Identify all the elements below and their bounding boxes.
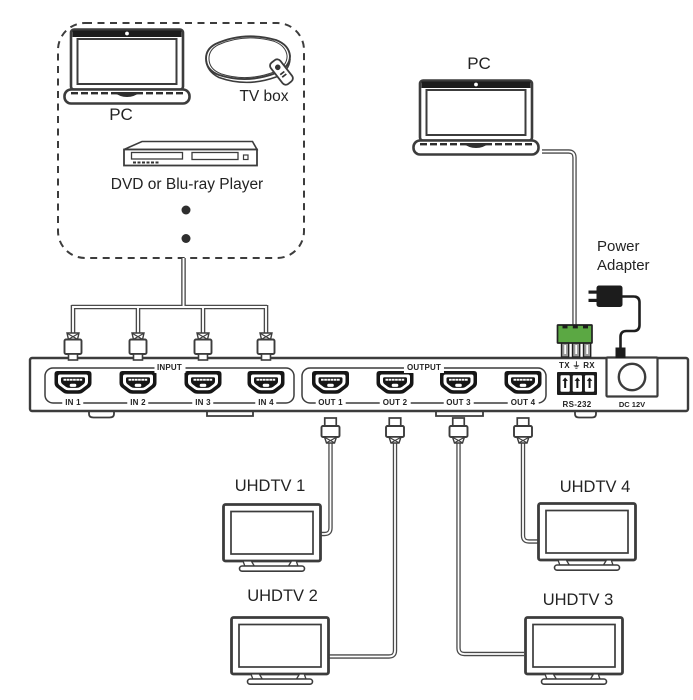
output-cables (318, 442, 538, 659)
uhdtv1-label: UHDTV 1 (234, 477, 306, 495)
hdmi-plug-in2 (128, 332, 148, 361)
rs232-cable (542, 149, 577, 326)
dvd-player-icon (123, 140, 259, 167)
matrix-switcher-panel (28, 347, 690, 419)
dc-power-jack (605, 347, 659, 398)
rs232-label: RS-232 (562, 400, 592, 409)
hdmi-plug-out1 (320, 417, 341, 444)
input-cable-harness (70, 258, 269, 336)
more-sources-ellipsis (181, 205, 191, 243)
port-label-out2: OUT 2 (379, 398, 411, 408)
hdmi-plug-in1 (63, 332, 83, 361)
dc-power-label: DC 12V (618, 400, 646, 409)
dvd-player-label: DVD or Blu-ray Player (110, 176, 264, 193)
panel-feet (88, 411, 597, 419)
dc-power-cable (619, 295, 641, 349)
rs232-pins-label: TX ⏚ RX (559, 360, 595, 370)
uhdtv4-label: UHDTV 4 (559, 478, 631, 496)
port-label-in3: IN 3 (192, 398, 214, 408)
tv-box-label: TV box (239, 88, 289, 105)
port-label-out1: OUT 1 (315, 398, 346, 408)
control-pc-laptop-icon (412, 79, 540, 156)
output-section-label: OUTPUT (403, 362, 445, 373)
hdmi-plug-out2 (385, 417, 405, 444)
hdmi-plug-out4 (513, 417, 533, 444)
power-adapter-label: Power Adapter (597, 238, 650, 274)
hdmi-plug-in4 (256, 332, 276, 361)
source-pc-laptop-icon (63, 28, 191, 105)
port-label-in1: IN 1 (62, 398, 84, 408)
uhdtv2-label: UHDTV 2 (247, 587, 318, 605)
hdmi-plug-in3 (193, 332, 213, 361)
dc-plug-tip (615, 347, 626, 358)
uhdtv4-icon (537, 502, 637, 572)
source-pc-label: PC (109, 105, 133, 124)
uhdtv3-icon (524, 616, 624, 686)
port-label-out3: OUT 3 (443, 398, 474, 408)
input-section-label: INPUT (154, 362, 185, 373)
remote-control-icon (269, 58, 294, 86)
control-pc-label: PC (467, 54, 491, 73)
rs232-port (557, 372, 597, 395)
port-label-out4: OUT 4 (507, 398, 539, 408)
uhdtv1-icon (222, 503, 322, 573)
uhdtv2-icon (230, 616, 330, 686)
hdmi-plug-out3 (448, 417, 469, 444)
sources-group-box (57, 22, 305, 259)
port-label-in2: IN 2 (127, 398, 149, 408)
power-adapter-icon (588, 285, 641, 349)
uhdtv3-label: UHDTV 3 (542, 591, 614, 609)
rs232-terminal-block (556, 324, 593, 358)
port-label-in4: IN 4 (255, 398, 277, 408)
